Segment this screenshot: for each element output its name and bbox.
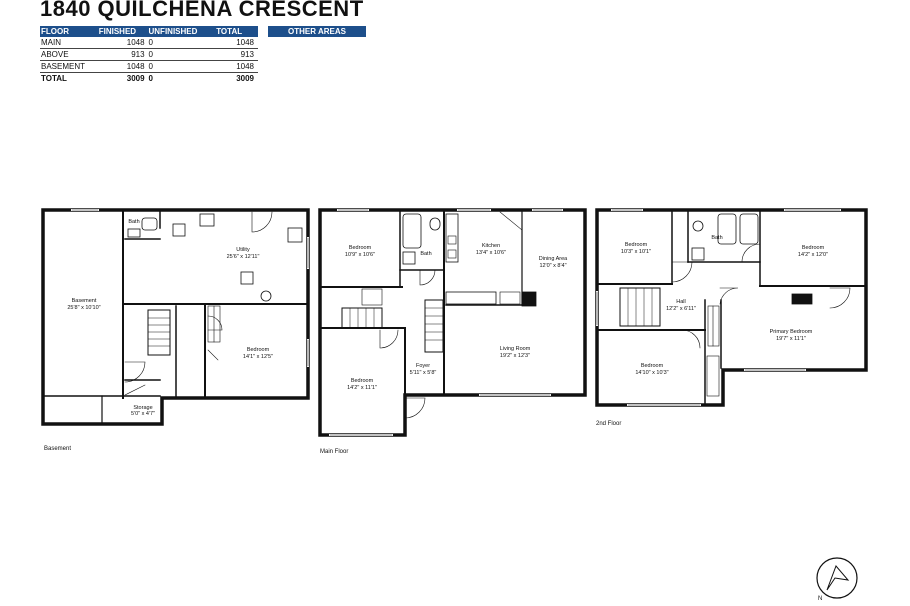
room-name: Bath: [711, 235, 722, 241]
table-row: ABOVE 913 0 913: [40, 49, 258, 61]
room-dims: 25'8" x 10'10": [67, 305, 100, 311]
table-row: MAIN 1048 0 1048: [40, 37, 258, 49]
room-name: Utility: [236, 247, 250, 253]
room-dims: 19'7" x 11'1": [776, 336, 806, 342]
room-dims: 19'2" x 12'3": [500, 353, 530, 359]
room-dims: 12'0" x 8'4": [539, 263, 566, 269]
room-dims: 5'11" x 5'8": [410, 370, 437, 376]
room-name: Hall: [676, 299, 685, 305]
cell-unfinished: 0: [148, 50, 153, 59]
room-name: Bath: [128, 219, 139, 225]
room-dims: 13'4" x 10'6": [476, 250, 506, 256]
cell-finished: 3009: [126, 74, 145, 83]
main-floor-plan: [318, 208, 587, 437]
basement-plan: [41, 208, 310, 426]
room-name: Living Room: [500, 346, 531, 352]
cell-finished: 1048: [126, 38, 145, 47]
second-floor-plan: [595, 208, 868, 407]
cell-floor: MAIN: [41, 38, 61, 47]
table-row-total: TOTAL 3009 0 3009: [40, 73, 258, 84]
room-name: Dining Area: [539, 256, 568, 262]
room-name: Bath: [420, 251, 431, 257]
cell-floor: BASEMENT: [41, 62, 86, 71]
room-name: Basement: [72, 298, 97, 304]
other-areas-header: OTHER AREAS: [268, 26, 366, 37]
room-name: Bedroom: [802, 245, 825, 251]
compass-label: N: [818, 596, 822, 602]
room-name: Storage: [133, 405, 152, 411]
property-title: 1840 QUILCHENA CRESCENT: [40, 0, 364, 21]
header-finished: FINISHED: [98, 27, 137, 36]
cell-floor: ABOVE: [41, 50, 69, 59]
table-row: BASEMENT 1048 0 1048: [40, 61, 258, 73]
room-dims: 5'0" x 4'7": [131, 411, 155, 417]
room-name: Bedroom: [351, 378, 374, 384]
cell-total: 3009: [236, 74, 254, 83]
area-table: FLOOR FINISHED UNFINISHED TOTAL MAIN 104…: [40, 26, 258, 84]
room-name: Bedroom: [625, 242, 648, 248]
room-dims: 14'2" x 11'1": [347, 385, 377, 391]
header-total: TOTAL: [216, 27, 243, 36]
room-name: Kitchen: [482, 243, 500, 249]
room-name: Bedroom: [349, 245, 372, 251]
cell-total: 913: [240, 50, 254, 59]
cell-floor: TOTAL: [41, 74, 67, 83]
cell-total: 1048: [236, 38, 254, 47]
cell-unfinished: 0: [148, 74, 153, 83]
room-dims: 14'1" x 12'5": [243, 354, 273, 360]
room-name: Bedroom: [247, 347, 270, 353]
room-name: Foyer: [416, 363, 430, 369]
header-unfinished: UNFINISHED: [148, 27, 198, 36]
floor-label-basement: Basement: [44, 446, 71, 452]
header-floor: FLOOR: [41, 27, 69, 36]
cell-total: 1048: [236, 62, 254, 71]
cell-unfinished: 0: [148, 62, 153, 71]
floor-label-main: Main Floor: [320, 449, 348, 455]
cell-unfinished: 0: [148, 38, 153, 47]
room-name: Primary Bedroom: [770, 329, 813, 335]
compass-icon: [816, 557, 858, 599]
room-name: Bedroom: [641, 363, 664, 369]
room-dims: 14'2" x 12'0": [798, 252, 828, 258]
room-dims: 25'6" x 12'11": [227, 254, 260, 260]
floor-label-second: 2nd Floor: [596, 421, 621, 427]
cell-finished: 1048: [126, 62, 145, 71]
room-dims: 10'3" x 10'1": [621, 249, 651, 255]
room-dims: 12'2" x 6'11": [666, 306, 696, 312]
room-dims: 14'10" x 10'3": [635, 370, 668, 376]
cell-finished: 913: [131, 50, 145, 59]
area-table-header: FLOOR FINISHED UNFINISHED TOTAL: [40, 26, 258, 37]
room-dims: 10'9" x 10'6": [345, 252, 375, 258]
